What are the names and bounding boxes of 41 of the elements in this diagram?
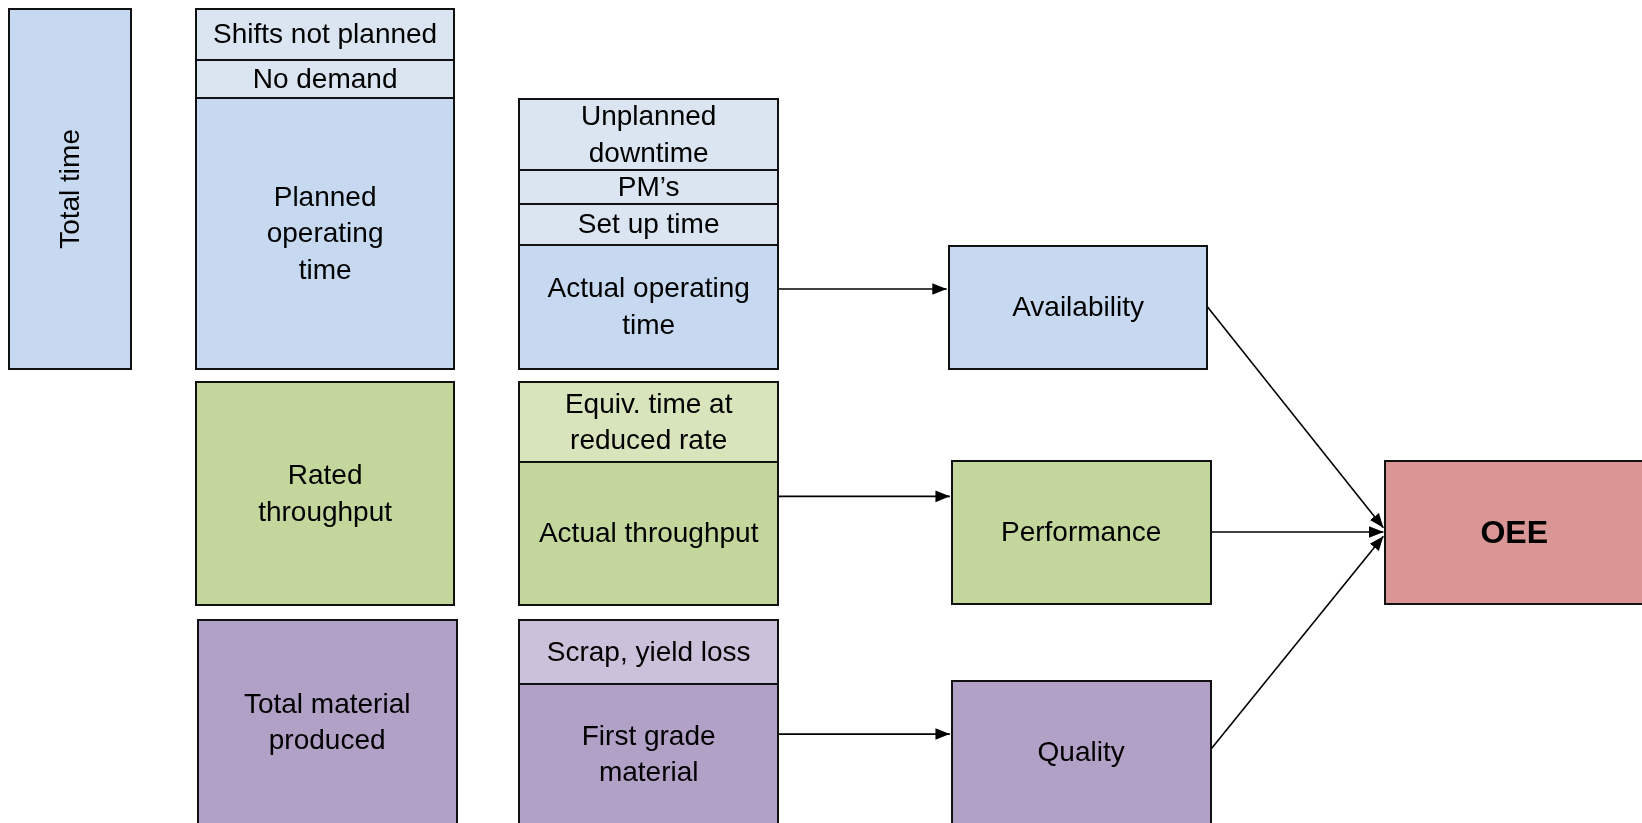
process-box <box>950 679 1212 823</box>
process-box <box>947 245 1209 370</box>
box-label: Performance <box>1000 515 1163 550</box>
arrow <box>1209 535 1385 751</box>
box-label: OEE <box>1479 512 1549 552</box>
process-box <box>518 460 779 607</box>
box-label: Set up time <box>576 207 721 242</box>
box-label: Actual operating time <box>546 271 751 342</box>
box-label: Availability <box>1011 290 1145 325</box>
box-label: Rated throughput <box>257 458 394 529</box>
arrow <box>777 728 951 740</box>
box-label: Scrap, yield loss <box>545 634 752 669</box>
process-box <box>518 203 779 246</box>
box-label: Unplanned downtime <box>579 99 718 170</box>
box-label: Total material produced <box>242 686 412 757</box>
process-box <box>194 58 456 100</box>
result-box <box>1384 459 1642 606</box>
arrow <box>1206 306 1385 529</box>
time-bar <box>8 8 132 370</box>
box-label: Total time <box>52 129 86 249</box>
arrow <box>777 490 951 503</box>
box-label: Planned operating time <box>265 179 385 287</box>
box-label: Quality <box>1036 735 1126 770</box>
process-box <box>518 244 779 370</box>
process-box <box>518 682 779 823</box>
process-box <box>518 618 779 685</box>
process-box <box>194 8 456 61</box>
box-label: No demand <box>251 61 399 96</box>
process-box <box>194 97 456 370</box>
process-box <box>518 98 779 171</box>
process-box <box>196 618 458 823</box>
box-label: PM’s <box>616 169 681 204</box>
box-label: Equiv. time at reduced rate <box>563 386 734 457</box>
box-label: Actual throughput <box>537 516 760 551</box>
box-label: Shifts not planned <box>212 17 439 52</box>
arrow <box>1209 526 1385 538</box>
process-box <box>518 381 779 463</box>
box-label: First grade material <box>580 718 717 789</box>
arrow <box>777 283 948 295</box>
process-box <box>194 381 456 607</box>
process-box <box>950 459 1212 606</box>
